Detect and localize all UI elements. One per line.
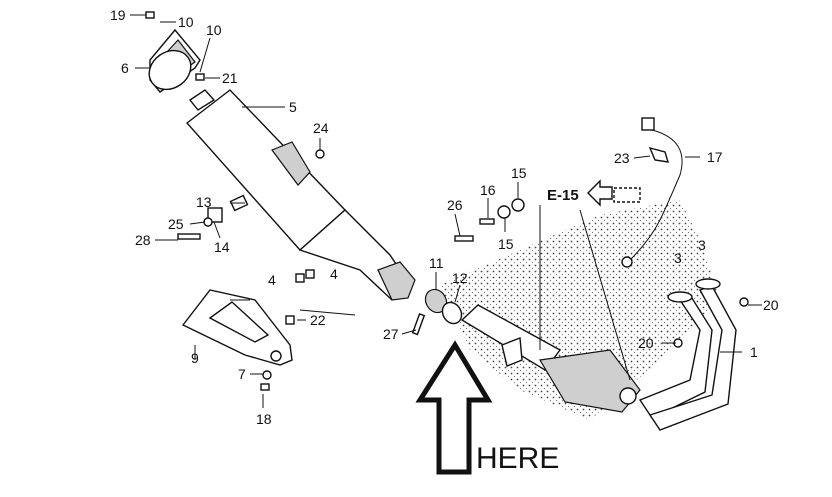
callout-24: 24	[313, 120, 329, 136]
here-arrow	[415, 340, 493, 475]
muffler-end-cap	[148, 28, 201, 93]
callout-17: 17	[707, 149, 723, 165]
callout-5: 5	[289, 99, 297, 115]
callout-9: 9	[191, 350, 199, 366]
callout-7: 7	[238, 366, 246, 382]
here-annotation: HERE	[476, 442, 559, 475]
callout-14: 14	[214, 239, 230, 255]
reference-e15: E-15	[547, 187, 579, 204]
callout-16: 16	[480, 182, 496, 198]
callout-23: 23	[614, 150, 630, 166]
muffler-body	[185, 89, 416, 301]
heat-shield	[181, 289, 293, 366]
callout-4-right: 4	[330, 266, 338, 282]
callout-20-left: 20	[638, 335, 654, 351]
callout-22: 22	[310, 312, 326, 328]
callout-6: 6	[121, 60, 129, 76]
callout-12: 12	[452, 270, 468, 286]
exhaust-middle-pipe	[460, 304, 641, 413]
callout-10-cap: 10	[206, 22, 222, 38]
callout-1: 1	[750, 344, 758, 360]
leader-lines	[130, 14, 762, 408]
gaskets	[424, 288, 463, 325]
callout-11: 11	[429, 255, 444, 271]
callout-15-top: 15	[511, 165, 527, 181]
callout-18: 18	[256, 411, 272, 427]
reference-arrow	[587, 179, 613, 207]
callout-20-right: 20	[763, 297, 779, 313]
sensor-wire	[613, 117, 683, 268]
callout-labels: 19 10 10 6 21 5 24 13 25 14 28 4 4 22 9 …	[110, 7, 779, 427]
callout-15-bottom: 15	[498, 236, 514, 252]
callout-26: 26	[447, 197, 463, 213]
callout-21: 21	[222, 70, 238, 86]
callout-3-left: 3	[674, 250, 682, 266]
callout-13: 13	[196, 194, 212, 210]
callout-19: 19	[110, 7, 126, 23]
callout-4-left: 4	[268, 272, 276, 288]
exhaust-header	[638, 278, 737, 431]
callout-28: 28	[135, 232, 151, 248]
callout-10-top: 10	[178, 14, 194, 30]
callout-3-right: 3	[698, 237, 706, 253]
callout-25: 25	[168, 216, 184, 232]
callout-27: 27	[383, 326, 399, 342]
